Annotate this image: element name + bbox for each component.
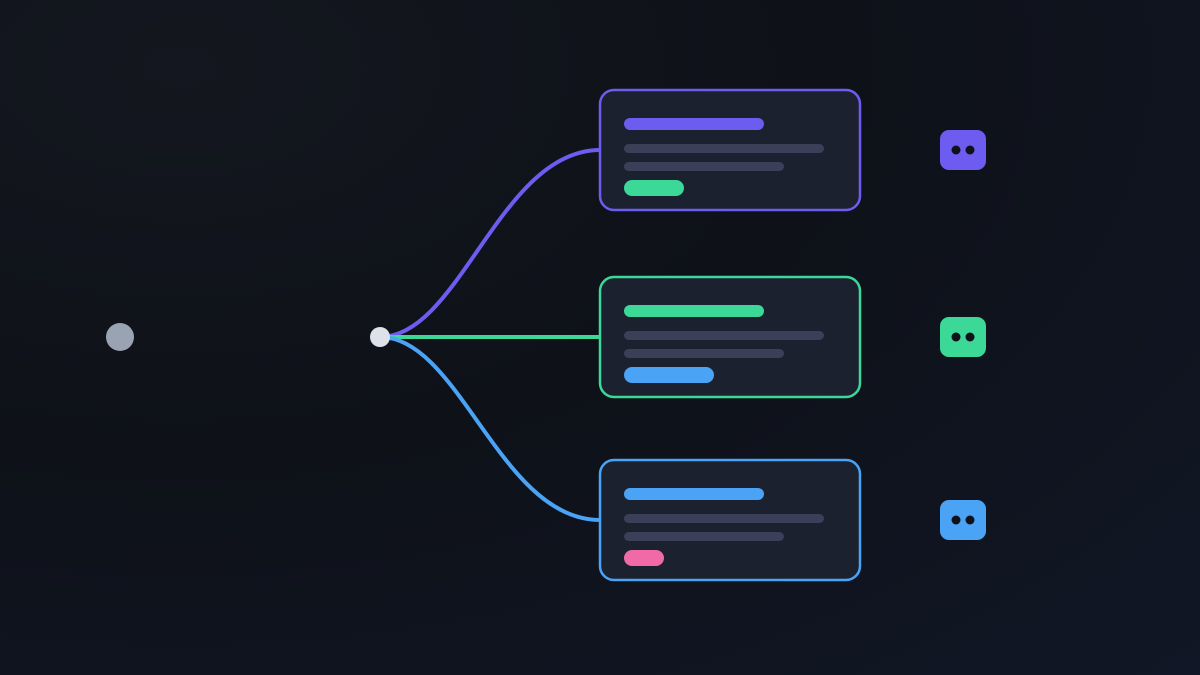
- source-node: [106, 323, 134, 351]
- robot-eye-right: [965, 332, 975, 342]
- card-tag: [624, 550, 664, 566]
- card-text-line: [624, 349, 784, 358]
- card-title-bar: [624, 488, 764, 500]
- card-tag: [624, 367, 714, 383]
- connector-3: [378, 335, 602, 522]
- robot-eye-left: [951, 332, 961, 342]
- robot-eye-right: [965, 145, 975, 155]
- card-text-line: [624, 331, 824, 340]
- card-text-line: [624, 514, 824, 523]
- robot-eye-right: [965, 515, 975, 525]
- card-text-line: [624, 532, 784, 541]
- robot-face-icon: [940, 130, 986, 170]
- robot-eye-left: [951, 515, 961, 525]
- robot-face-icon: [940, 317, 986, 357]
- card-text-line: [624, 144, 824, 153]
- card-tag: [624, 180, 684, 196]
- hub-node: [370, 327, 390, 347]
- card-title-bar: [624, 118, 764, 130]
- card-title-bar: [624, 305, 764, 317]
- robot-eye-left: [951, 145, 961, 155]
- card-text-line: [624, 162, 784, 171]
- connector-1: [378, 148, 602, 339]
- robot-face-icon: [940, 500, 986, 540]
